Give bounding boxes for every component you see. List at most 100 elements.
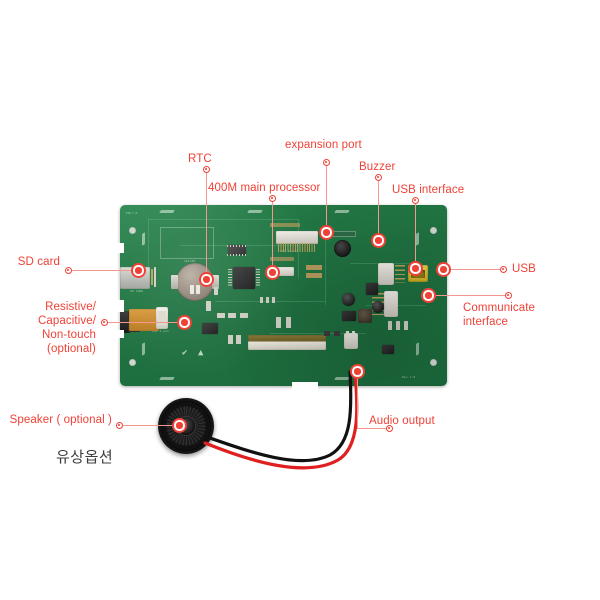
label-expansion-port: expansion port xyxy=(285,139,362,151)
smd-capacitor xyxy=(236,335,241,344)
leader-line-audio-output-vertical xyxy=(357,371,358,429)
target-marker-communicate xyxy=(421,288,436,303)
smd-resistor xyxy=(272,297,275,303)
leader-line-speaker xyxy=(119,425,177,426)
callout-marker-expansion-port xyxy=(323,159,330,166)
callout-marker-touch xyxy=(101,319,108,326)
soic-chip xyxy=(342,311,356,321)
pcb-silk-tab xyxy=(159,210,175,213)
smd-resistor xyxy=(214,287,218,295)
callout-marker-usb-interface xyxy=(412,197,419,204)
smd-capacitor xyxy=(240,313,248,318)
smd-diode xyxy=(324,331,330,336)
battery-clip xyxy=(212,275,219,289)
pcb-trace xyxy=(270,333,366,334)
mounting-hole xyxy=(430,227,437,234)
smd-chip xyxy=(382,345,394,354)
inductor xyxy=(358,309,372,323)
smd-resistor xyxy=(404,321,408,330)
smd-capacitor xyxy=(228,335,233,344)
usb-interface-connector xyxy=(378,263,394,285)
leader-line-communicate xyxy=(428,295,508,296)
target-marker-main-processor xyxy=(265,265,280,280)
smd-pad-row xyxy=(306,273,322,278)
flash-chip-pins xyxy=(227,245,247,247)
smd-resistor xyxy=(266,297,269,303)
leader-line-rtc xyxy=(206,170,207,280)
audio-output-connector xyxy=(344,333,358,349)
leader-line-usb xyxy=(443,269,503,270)
board-edge-notch xyxy=(112,243,124,253)
label-speaker-option: Speaker ( optional ) xyxy=(9,414,112,426)
target-marker-expansion-port xyxy=(319,225,334,240)
mounting-hole xyxy=(129,227,136,234)
touch-fpc-cable xyxy=(129,309,159,331)
label-touch-option: Resistive/ Capacitive/ Non-touch (option… xyxy=(38,301,96,355)
flash-chip xyxy=(228,245,246,255)
pcb-trace xyxy=(148,219,149,271)
target-marker-usb-interface xyxy=(408,261,423,276)
battery-tab xyxy=(196,285,200,294)
electrolytic-capacitor xyxy=(372,301,384,313)
pcb-silk-tab xyxy=(247,210,263,213)
aux-connector xyxy=(268,267,294,276)
pcb-trace xyxy=(215,301,325,302)
callout-marker-speaker xyxy=(116,422,123,429)
target-marker-touch xyxy=(177,315,192,330)
pcb-silk-tab xyxy=(142,232,145,246)
target-marker-usb xyxy=(436,262,451,277)
smd-capacitor xyxy=(286,317,291,328)
processor-pins xyxy=(228,269,232,287)
label-usb: USB xyxy=(512,263,536,275)
smd-pad-row xyxy=(270,257,294,261)
label-audio-output: Audio output xyxy=(369,415,435,427)
leader-line-sd-card xyxy=(68,270,138,271)
processor-pins xyxy=(256,269,260,287)
label-usb-interface: USB interface xyxy=(392,184,465,196)
pcb-board: PM/7.0 Rev 1.0 SD CARD CR1220 CN1 4 pin … xyxy=(120,205,447,386)
smd-capacitor xyxy=(206,301,211,311)
callout-marker-rtc xyxy=(203,166,210,173)
smd-resistor xyxy=(260,297,263,303)
callout-marker-usb xyxy=(500,266,507,273)
soic-chip xyxy=(202,323,218,334)
board-edge-notch xyxy=(112,300,124,312)
communicate-interface-connector xyxy=(384,291,398,317)
flash-chip-pins xyxy=(227,254,247,256)
callout-marker-sd-card xyxy=(65,267,72,274)
pcb-silk-tab xyxy=(334,377,350,380)
board-edge-notch xyxy=(292,382,318,390)
silk-check-mark: ✔ xyxy=(182,348,188,358)
lcd-ffc-connector xyxy=(248,335,326,350)
smd-resistor xyxy=(388,321,392,330)
expansion-port-pins xyxy=(278,243,316,252)
callout-marker-communicate xyxy=(505,292,512,299)
audio-connector-pin xyxy=(346,331,349,336)
label-korean-note: 유상옵션 xyxy=(56,448,114,466)
electrolytic-capacitor xyxy=(342,293,355,306)
leader-line-audio-output xyxy=(357,428,390,429)
target-marker-sd-card xyxy=(131,263,146,278)
smd-resistor xyxy=(396,321,400,330)
pcb-silk-tab xyxy=(416,342,419,356)
speaker-wire-red xyxy=(203,370,359,470)
leader-line-touch xyxy=(104,322,184,323)
battery-tab xyxy=(190,285,194,294)
pcb-silk-outline xyxy=(160,227,214,259)
pcb-trace xyxy=(148,219,298,220)
sd-slot-pins xyxy=(151,269,153,285)
label-rtc: RTC xyxy=(188,153,212,165)
main-processor-chip xyxy=(233,267,255,289)
mounting-hole xyxy=(430,359,437,366)
board-edge-notch xyxy=(112,330,124,338)
pcb-trace xyxy=(325,235,326,305)
silk-triangle-mark: ▲ xyxy=(198,348,204,358)
target-marker-audio-output xyxy=(350,364,365,379)
pcb-silk-tab xyxy=(416,232,419,246)
pcb-silk-tab xyxy=(334,210,350,213)
smd-diode xyxy=(334,331,340,336)
silk-rev: Rev 1.0 xyxy=(402,375,416,379)
audio-connector-pin xyxy=(352,331,355,336)
label-communicate-interface: Communicate interface xyxy=(463,302,536,328)
